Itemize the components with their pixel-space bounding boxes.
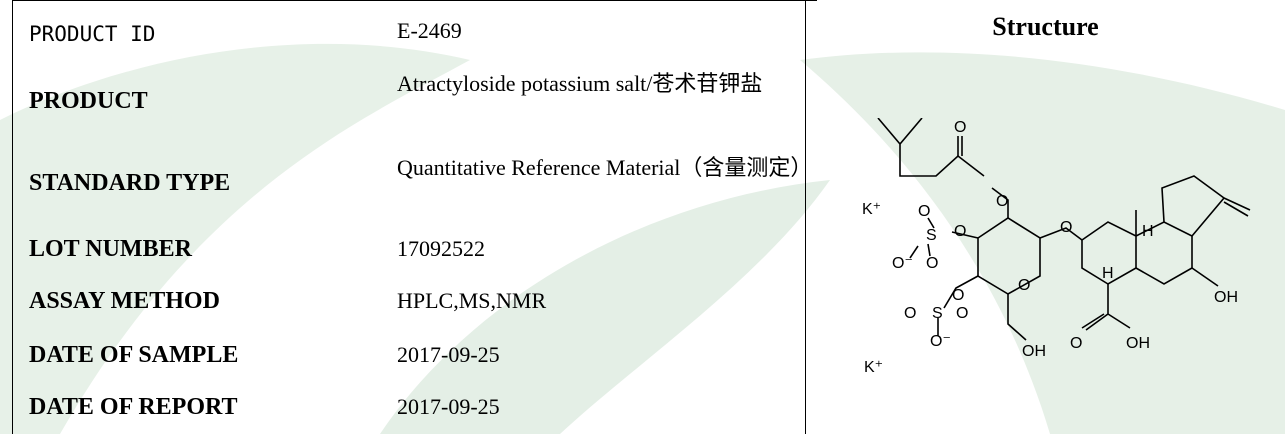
atom-k-bottom: K⁺ (864, 359, 883, 376)
row-date-of-report: DATE OF REPORT 2017-09-25 (0, 382, 805, 432)
label-date-of-report: DATE OF REPORT (29, 394, 238, 420)
structure-title: Structure (992, 12, 1099, 41)
label-product-id: PRODUCT ID (29, 22, 156, 46)
label-lot-number: LOT NUMBER (29, 236, 192, 262)
atom-o-ring: O (1018, 277, 1030, 294)
carboxyl-group (1081, 284, 1131, 331)
row-lot-number: LOT NUMBER 17092522 (0, 224, 805, 274)
table-divider-right (805, 0, 806, 434)
sugar-ring (977, 217, 1041, 295)
sulfate-bottom-bonds (937, 275, 979, 336)
label-standard-type: STANDARD TYPE (29, 170, 231, 196)
label-assay-method: ASSAY METHOD (29, 288, 220, 314)
hydroxymethyl (1007, 294, 1027, 341)
label-date-of-sample: DATE OF SAMPLE (29, 342, 239, 368)
atom-o-glycoside: O (1060, 219, 1072, 236)
row-product-id: PRODUCT ID E-2469 (0, 0, 805, 58)
value-product-id: E-2469 (397, 18, 462, 43)
isovaleryl-chain (877, 118, 985, 177)
atom-s-top: S (926, 227, 937, 244)
row-standard-type: STANDARD TYPE Quantitative Reference Mat… (0, 150, 813, 210)
value-date-of-report: 2017-09-25 (397, 394, 500, 419)
table-top-border (12, 0, 817, 1)
row-date-of-sample: DATE OF SAMPLE 2017-09-25 (0, 330, 805, 380)
carbonyl-bond (957, 136, 963, 156)
row-assay-method: ASSAY METHOD HPLC,MS,NMR (0, 276, 805, 326)
atom-o-bottom-link: O (952, 287, 964, 304)
atom-h-upper: H (1142, 223, 1154, 240)
atom-o-top-2: O (954, 223, 966, 240)
atom-o-top-1: O (918, 203, 930, 220)
glycoside-link (1039, 227, 1083, 241)
atom-s-bottom: S (932, 305, 943, 322)
value-lot-number: 17092522 (397, 236, 485, 261)
atom-o-minus-bottom: O⁻ (930, 333, 951, 350)
atom-o-carboxyl: O (1070, 335, 1082, 352)
atom-oh-right: OH (1214, 289, 1238, 306)
atom-oh-carboxyl: OH (1126, 335, 1150, 352)
atom-h-lower: H (1102, 265, 1114, 282)
sulfate-top-bonds (909, 217, 979, 259)
value-product: Atractyloside potassium salt/苍术苷钾盐 (397, 71, 763, 96)
atom-k-top: K⁺ (862, 201, 881, 218)
atom-o-minus-top: O⁻ (892, 255, 913, 272)
label-product: PRODUCT (29, 88, 148, 114)
watermark-leaf-center (380, 180, 830, 434)
atom-o-s-left: O (904, 305, 916, 322)
watermark-leaf-right (800, 52, 1285, 434)
ring-c (1161, 175, 1226, 237)
atom-o-ester: O (996, 193, 1008, 210)
exocyclic-methylene (1223, 197, 1251, 217)
atom-o-top-3: O (926, 255, 938, 272)
atom-oh-hydroxymethyl: OH (1022, 343, 1046, 360)
ring-b (1135, 221, 1193, 285)
table-left-border (12, 0, 13, 434)
chemical-structure-diagram: K⁺ O O S O O O⁻ O O O O O S O O⁻ OH O OH… (862, 118, 1251, 376)
row-product: PRODUCT Atractyloside potassium salt/苍术苷… (0, 58, 805, 118)
ester-link (991, 187, 1009, 218)
value-date-of-sample: 2017-09-25 (397, 342, 500, 367)
atom-o-carbonyl: O (954, 119, 966, 136)
value-assay-method: HPLC,MS,NMR (397, 288, 547, 313)
watermark-leaf-left (0, 43, 470, 434)
value-standard-type: Quantitative Reference Material（含量测定） (397, 155, 813, 180)
hydroxyl-bond (1191, 267, 1219, 287)
atom-o-s-right: O (956, 305, 968, 322)
